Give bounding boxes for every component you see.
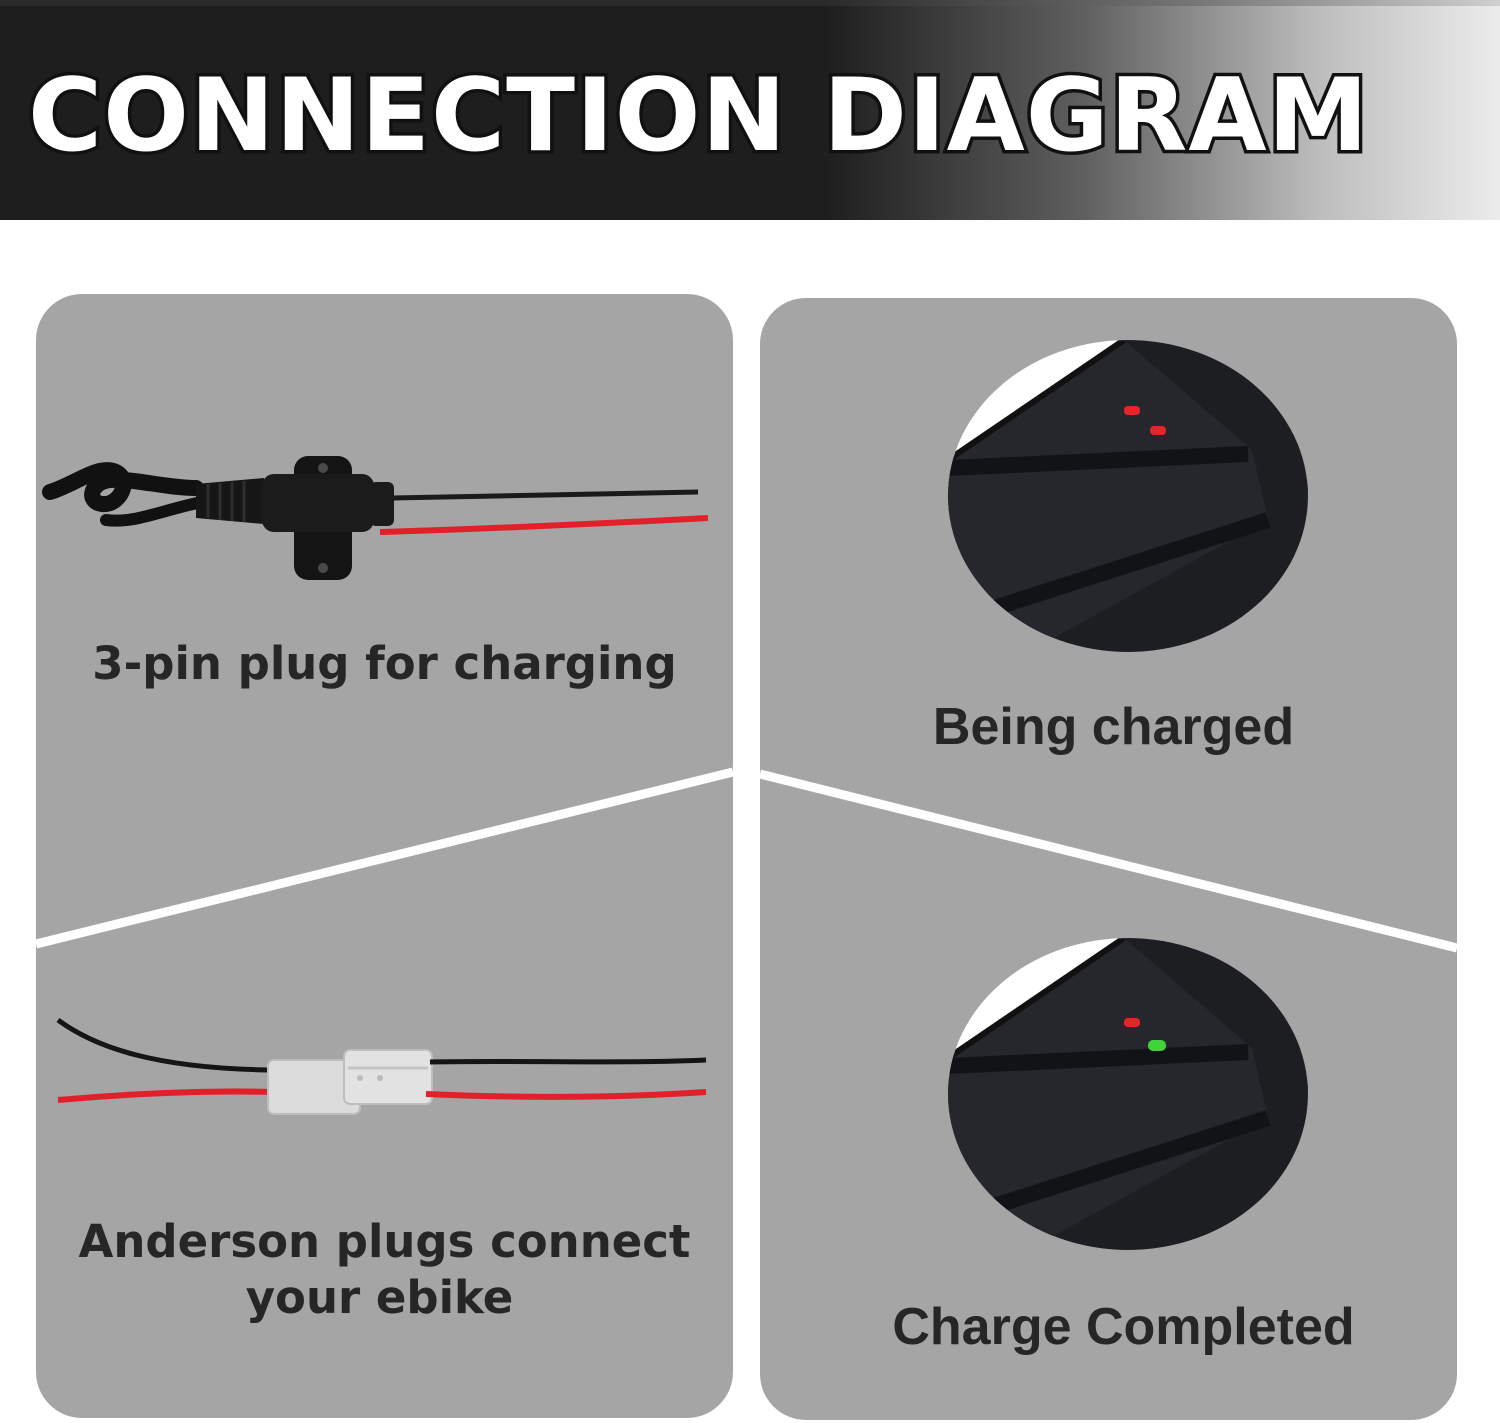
header-banner: CONNECTION DIAGRAM (0, 0, 1500, 220)
label-charge-completed: Charge Completed (892, 1298, 1355, 1356)
label-anderson-line-2: your ebike (245, 1271, 514, 1324)
label-anderson-line-1: Anderson plugs connect (78, 1215, 691, 1268)
label-being-charged: Being charged (932, 698, 1295, 756)
panel-left: 3-pin plug for charging Anderson plugs c… (36, 294, 733, 1418)
label-3-pin-plug: 3-pin plug for charging (92, 637, 677, 690)
three-pin-plug-image (42, 456, 709, 580)
panel-right: Being charged Charge Completed (760, 298, 1457, 1420)
charger-completed-image (948, 938, 1308, 1250)
charger-charging-image (948, 340, 1308, 652)
anderson-plug-image (56, 1017, 707, 1115)
page-title: CONNECTION DIAGRAM (24, 53, 1371, 178)
